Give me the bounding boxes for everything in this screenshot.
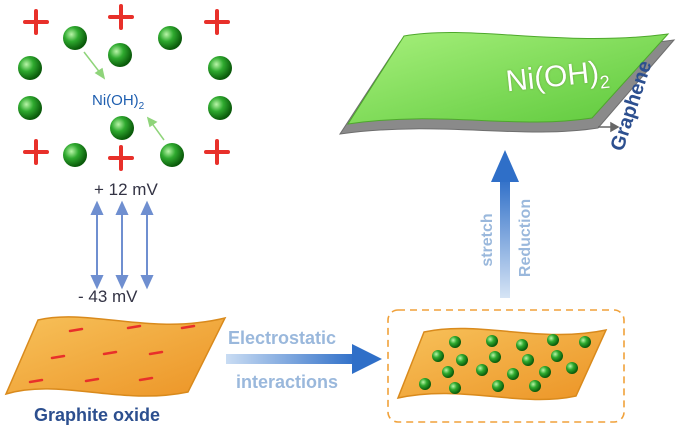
particle [18, 96, 42, 120]
particle [160, 143, 184, 167]
particle [158, 26, 182, 50]
reduction-label: Reduction [517, 198, 534, 278]
particle [108, 43, 132, 67]
stretch-label: stretch [479, 213, 496, 267]
positive-charges [23, 4, 230, 171]
particle [63, 143, 87, 167]
particle [110, 116, 134, 140]
nioh-label: Ni(OH)2 [92, 92, 145, 112]
plus-sign-1 [23, 9, 49, 35]
composite-box [387, 309, 625, 423]
plus-sign-4 [23, 139, 49, 165]
nioh-sheet [346, 32, 670, 125]
reduction-arrow [491, 150, 519, 298]
composite-particles [419, 334, 591, 394]
electrostatic-label: Electrostatic [228, 328, 337, 348]
composite-sheet [396, 327, 608, 401]
plus-sign-5 [108, 145, 134, 171]
particle [18, 56, 42, 80]
plus-sign-3 [204, 9, 230, 35]
interactions-label: interactions [236, 372, 339, 392]
particle [208, 96, 232, 120]
particle [63, 26, 87, 50]
electrostatic-arrow [226, 344, 382, 374]
zeta-positive-label: + 12 mV [94, 180, 158, 199]
graphene-pointer-arrow [598, 121, 620, 133]
graphite-oxide-label: Graphite oxide [34, 405, 161, 425]
zeta-negative-label: - 43 mV [78, 287, 138, 306]
plus-sign-6 [204, 139, 230, 165]
zeta-double-arrows [90, 200, 154, 290]
nioh-particles [18, 26, 232, 167]
negative-charges [28, 324, 196, 384]
attraction-arrows [83, 51, 165, 141]
graphite-oxide-sheet [4, 316, 227, 397]
plus-sign-2 [108, 4, 134, 30]
particle [208, 56, 232, 80]
